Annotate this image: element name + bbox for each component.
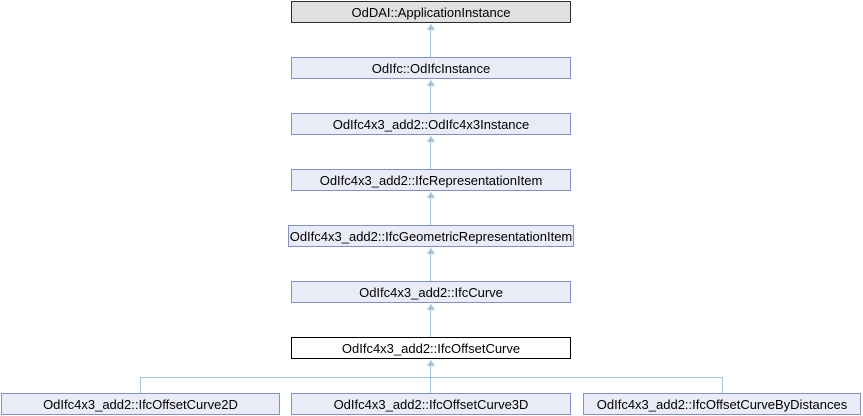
class-node-ifcoffsetcurve2d[interactable]: OdIfc4x3_add2::IfcOffsetCurve2D xyxy=(1,393,280,415)
arrow-up-icon xyxy=(427,192,435,198)
edge-line xyxy=(140,377,723,378)
arrow-up-icon xyxy=(427,248,435,254)
edge-line xyxy=(430,253,431,281)
edge-line xyxy=(140,377,141,393)
arrow-up-icon xyxy=(427,136,435,142)
edge-line xyxy=(430,309,431,337)
edge-line xyxy=(430,141,431,169)
arrow-up-icon xyxy=(427,24,435,30)
class-node-ifcoffsetcurvebydistances[interactable]: OdIfc4x3_add2::IfcOffsetCurveByDistances xyxy=(583,393,861,415)
edge-line xyxy=(430,85,431,113)
class-node-ifcgeometricrepresentationitem[interactable]: OdIfc4x3_add2::IfcGeometricRepresentatio… xyxy=(288,225,574,247)
arrow-up-icon xyxy=(427,80,435,86)
class-node-odifc4x3-instance[interactable]: OdIfc4x3_add2::OdIfc4x3Instance xyxy=(291,113,571,135)
edge-line xyxy=(430,365,431,393)
class-node-ifccurve[interactable]: OdIfc4x3_add2::IfcCurve xyxy=(291,281,571,303)
arrow-up-icon xyxy=(427,360,435,366)
class-node-ifcoffsetcurve3d[interactable]: OdIfc4x3_add2::IfcOffsetCurve3D xyxy=(291,393,571,415)
edge-line xyxy=(430,197,431,225)
class-node-ifcoffsetcurve-current: OdIfc4x3_add2::IfcOffsetCurve xyxy=(291,337,571,359)
class-node-odifc-odifcinstance[interactable]: OdIfc::OdIfcInstance xyxy=(291,57,571,79)
class-node-ifcrepresentationitem[interactable]: OdIfc4x3_add2::IfcRepresentationItem xyxy=(291,169,571,191)
edge-line xyxy=(722,377,723,393)
edge-line xyxy=(430,29,431,57)
arrow-up-icon xyxy=(427,304,435,310)
class-node-oddai-applicationinstance: OdDAI::ApplicationInstance xyxy=(291,1,571,23)
